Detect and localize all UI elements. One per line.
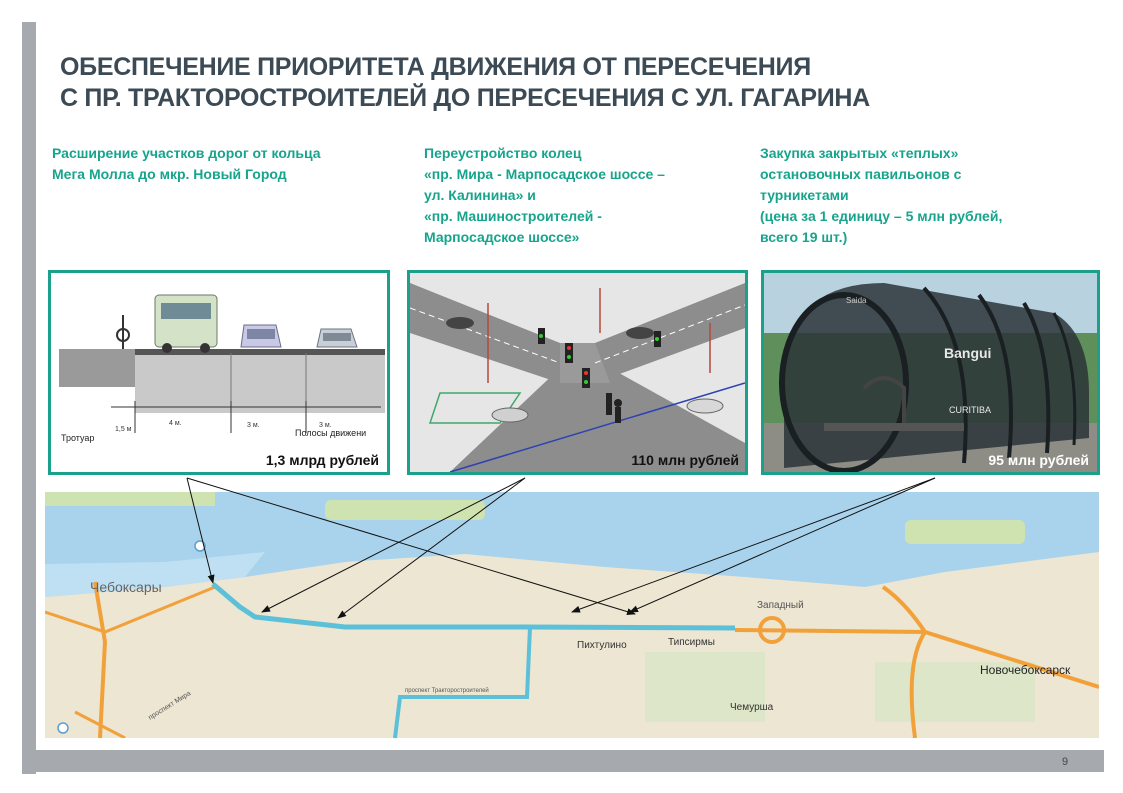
pavilion-brand-text: Bangui bbox=[944, 345, 991, 361]
title-line-1: ОБЕСПЕЧЕНИЕ ПРИОРИТЕТА ДВИЖЕНИЯ ОТ ПЕРЕС… bbox=[60, 53, 811, 81]
caption-line: турникетами bbox=[760, 187, 849, 203]
footer-bar bbox=[22, 750, 1104, 772]
width-label: 1,5 м bbox=[115, 426, 132, 433]
caption-line: Расширение участков дорог от кольца bbox=[52, 145, 321, 161]
metro-marker-icon bbox=[57, 722, 69, 734]
caption-line: Марпосадское шоссе» bbox=[424, 229, 580, 245]
intersection-price-label: 110 млн рублей bbox=[631, 452, 739, 468]
sidewalk-label: Тротуар bbox=[61, 433, 94, 443]
slide-title: ОБЕСПЕЧЕНИЕ ПРИОРИТЕТА ДВИЖЕНИЯ ОТ ПЕРЕС… bbox=[60, 52, 870, 114]
caption-line: всего 19 шт.) bbox=[760, 229, 848, 245]
road-widening-panel: 1,5 м 4 м. 3 м. 3 м. Тротуар Полосы движ… bbox=[48, 270, 390, 475]
caption-line: Переустройство колец bbox=[424, 145, 582, 161]
intersection-illustration bbox=[410, 273, 745, 472]
width-label: 3 м. bbox=[319, 422, 332, 429]
caption-line: (цена за 1 единицу – 5 млн рублей, bbox=[760, 208, 1003, 224]
road-price-label: 1,3 млрд рублей bbox=[265, 452, 379, 468]
width-label: 3 м. bbox=[247, 422, 260, 429]
map-label-traktorostroiteley: проспект Тракторостроителей bbox=[405, 687, 489, 694]
intersection-panel: 110 млн рублей bbox=[407, 270, 748, 475]
lanes-label: Полосы движени bbox=[295, 428, 366, 438]
caption-line: ул. Калинина» и bbox=[424, 187, 536, 203]
bus-pavilion-photo: Bangui CURITIBA Saida bbox=[764, 273, 1097, 472]
route-map: Чебоксары Пихтулино Типсирмы Западный Но… bbox=[45, 492, 1099, 738]
pavilion-price-label: 95 млн рублей bbox=[988, 452, 1089, 468]
road-cross-section-illustration: 1,5 м 4 м. 3 м. 3 м. Тротуар Полосы движ… bbox=[51, 273, 387, 472]
metro-marker-icon bbox=[194, 540, 206, 552]
caption-pavilions: Закупка закрытых «теплых» остановочных п… bbox=[760, 143, 1080, 248]
map-label-tipsirmy: Типсирмы bbox=[668, 637, 715, 648]
caption-roundabouts: Переустройство колец «пр. Мира - Марпоса… bbox=[424, 143, 744, 248]
map-label-chemursha: Чемурша bbox=[730, 702, 774, 713]
caption-line: «пр. Машиностроителей - bbox=[424, 208, 602, 224]
caption-line: «пр. Мира - Марпосадское шоссе – bbox=[424, 166, 665, 182]
width-label: 4 м. bbox=[169, 420, 182, 427]
left-accent-bar bbox=[22, 22, 36, 774]
caption-road-widening: Расширение участков дорог от кольца Мега… bbox=[52, 143, 392, 185]
map-label-zapadny: Западный bbox=[757, 600, 804, 611]
pavilion-brand-text-2: CURITIBA bbox=[949, 405, 991, 415]
map-label-novocheboksarsk: Новочебоксарск bbox=[980, 663, 1071, 677]
map-label-cheboksary: Чебоксары bbox=[90, 579, 162, 595]
map-label-pikhtulino: Пихтулино bbox=[577, 640, 627, 651]
bus-pavilion-panel: Bangui CURITIBA Saida 95 млн рублей bbox=[761, 270, 1100, 475]
pavilion-sign-text: Saida bbox=[846, 296, 867, 305]
caption-line: Мега Молла до мкр. Новый Город bbox=[52, 166, 287, 182]
caption-line: Закупка закрытых «теплых» bbox=[760, 145, 959, 161]
caption-line: остановочных павильонов с bbox=[760, 166, 962, 182]
route-map-svg: Чебоксары Пихтулино Типсирмы Западный Но… bbox=[45, 492, 1099, 738]
page-number: 9 bbox=[1062, 756, 1069, 768]
title-line-2: С ПР. ТРАКТОРОСТРОИТЕЛЕЙ ДО ПЕРЕСЕЧЕНИЯ … bbox=[60, 84, 870, 112]
